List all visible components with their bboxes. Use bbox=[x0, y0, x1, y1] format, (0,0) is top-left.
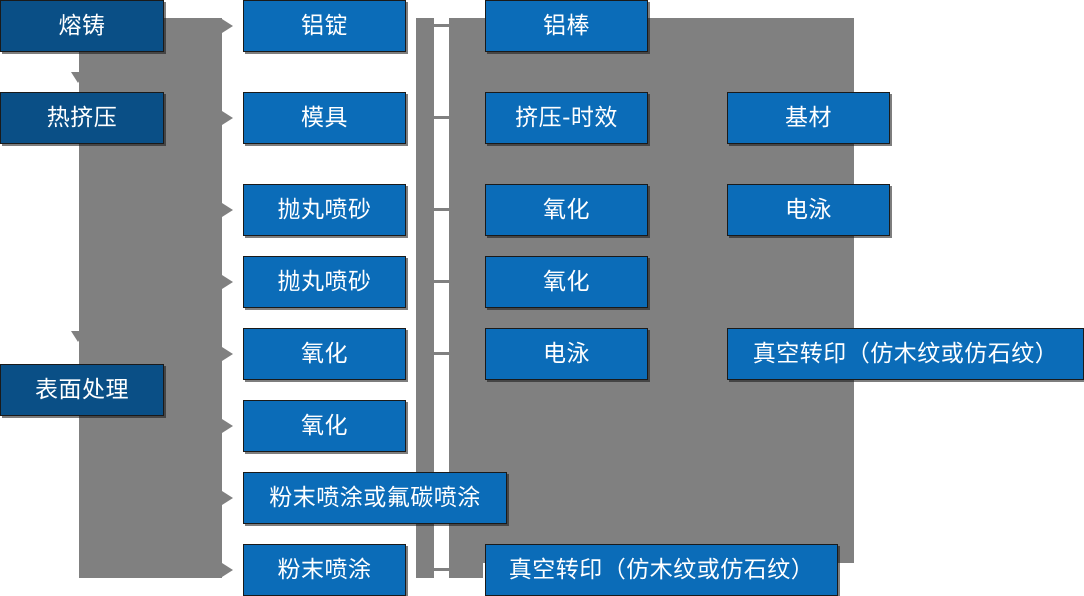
arrow-to-mold-icon bbox=[222, 111, 233, 125]
treat-oxidation-1-label: 氧化 bbox=[543, 196, 590, 223]
step-powder-coating-label: 粉末喷涂 bbox=[277, 556, 372, 583]
treat-aluminium-bar[interactable]: 铝棒 bbox=[485, 0, 648, 52]
step-aluminium-ingot[interactable]: 铝锭 bbox=[243, 0, 406, 52]
step-oxidation-2[interactable]: 氧化 bbox=[243, 400, 406, 452]
arrow-to-oxidation-2-icon bbox=[222, 419, 233, 433]
step-shot-blast-1[interactable]: 抛丸喷砂 bbox=[243, 184, 406, 236]
arrow-to-powder-fluor-icon bbox=[222, 491, 233, 505]
arrow-to-powder-coating-icon bbox=[222, 563, 233, 577]
step-oxidation-2-label: 氧化 bbox=[301, 412, 348, 439]
hline-step-6 bbox=[430, 568, 454, 571]
hline-step-4 bbox=[430, 280, 454, 283]
result-base-material-label: 基材 bbox=[785, 104, 832, 131]
stage-surface[interactable]: 表面处理 bbox=[0, 364, 164, 416]
step-powder-or-fluorocarbon[interactable]: 粉末喷涂或氟碳喷涂 bbox=[243, 472, 507, 524]
arrow-to-shot-blast-1-icon bbox=[222, 203, 233, 217]
result-vacuum-transfer-label: 真空转印（仿木纹或仿石纹） bbox=[752, 340, 1059, 367]
arrow-to-base-material-icon bbox=[705, 111, 716, 125]
treat-oxidation-1[interactable]: 氧化 bbox=[485, 184, 648, 236]
result-electrophoresis[interactable]: 电泳 bbox=[727, 184, 890, 236]
treat-aluminium-bar-label: 铝棒 bbox=[543, 12, 590, 39]
step-mold[interactable]: 模具 bbox=[243, 92, 406, 144]
step-powder-coating[interactable]: 粉末喷涂 bbox=[243, 544, 406, 596]
step-shot-blast-1-label: 抛丸喷砂 bbox=[277, 196, 372, 223]
arrow-to-oxidation-1-icon bbox=[222, 347, 233, 361]
stage-melt-cast-label: 熔铸 bbox=[58, 12, 106, 39]
result-base-material[interactable]: 基材 bbox=[727, 92, 890, 144]
treat-vacuum-transfer-label: 真空转印（仿木纹或仿石纹） bbox=[508, 556, 815, 583]
result-electrophoresis-label: 电泳 bbox=[785, 196, 832, 223]
stage-melt-cast[interactable]: 熔铸 bbox=[0, 0, 164, 52]
arrow-to-electrophoresis-icon bbox=[705, 203, 716, 217]
arrow-to-aluminium-ingot-icon bbox=[222, 19, 233, 33]
arrow-to-shot-blast-2-icon bbox=[222, 275, 233, 289]
step-aluminium-ingot-label: 铝锭 bbox=[301, 12, 348, 39]
step-mold-label: 模具 bbox=[301, 104, 348, 131]
treat-extrude-aging[interactable]: 挤压-时效 bbox=[485, 92, 648, 144]
step-oxidation-1[interactable]: 氧化 bbox=[243, 328, 406, 380]
hline-step-2 bbox=[430, 116, 454, 119]
stage-hot-extrude[interactable]: 热挤压 bbox=[0, 92, 164, 144]
step-oxidation-1-label: 氧化 bbox=[301, 340, 348, 367]
hline-stage-surface bbox=[164, 389, 186, 392]
result-vacuum-transfer[interactable]: 真空转印（仿木纹或仿石纹） bbox=[727, 328, 1084, 380]
arrow-melt-cast-to-hot-extrude-icon bbox=[71, 72, 85, 83]
treat-extrude-aging-label: 挤压-时效 bbox=[515, 104, 618, 131]
treat-oxidation-2[interactable]: 氧化 bbox=[485, 256, 648, 308]
step-shot-blast-2-label: 抛丸喷砂 bbox=[277, 268, 372, 295]
step-powder-or-fluorocarbon-label: 粉末喷涂或氟碳喷涂 bbox=[269, 484, 481, 511]
band-step-spine-a bbox=[416, 18, 434, 578]
treat-electrophoresis[interactable]: 电泳 bbox=[485, 328, 648, 380]
treat-oxidation-2-label: 氧化 bbox=[543, 268, 590, 295]
step-shot-blast-2[interactable]: 抛丸喷砂 bbox=[243, 256, 406, 308]
stage-hot-extrude-label: 热挤压 bbox=[46, 104, 118, 131]
hline-step-1 bbox=[430, 24, 454, 27]
hline-step-3 bbox=[430, 208, 454, 211]
hline-step-5 bbox=[430, 352, 454, 355]
treat-vacuum-transfer[interactable]: 真空转印（仿木纹或仿石纹） bbox=[485, 544, 838, 596]
stage-surface-label: 表面处理 bbox=[35, 376, 129, 403]
arrow-down-to-surface-icon bbox=[71, 331, 85, 342]
treat-electrophoresis-label: 电泳 bbox=[543, 340, 590, 367]
arrow-to-vacuum-transfer-icon bbox=[705, 347, 716, 361]
